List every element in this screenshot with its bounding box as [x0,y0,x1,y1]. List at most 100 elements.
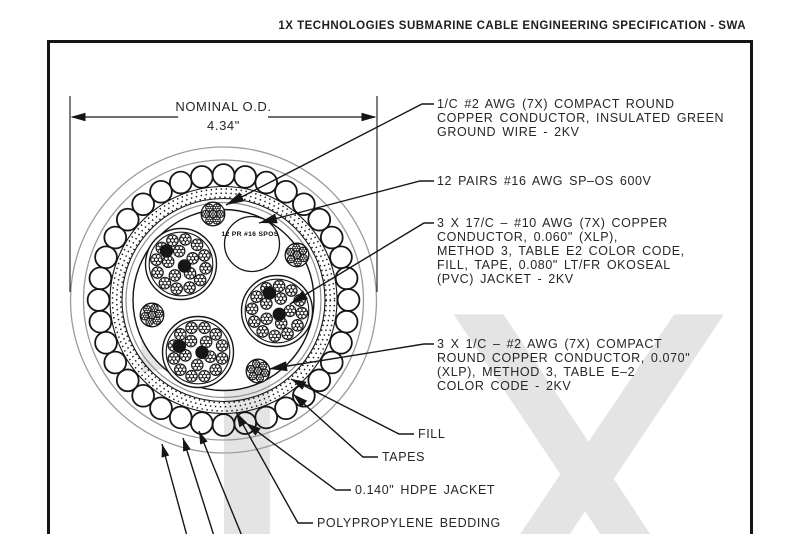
outer-serving-circle [69,146,378,454]
bundle-filler [172,339,187,353]
leader-arrowhead [199,431,208,445]
armor-wire [334,309,359,334]
sheet-title: 1X TECHNOLOGIES SUBMARINE CABLE ENGINEER… [278,20,746,32]
label-line: 3 X 17/C – #10 AWG (7X) COPPER [437,216,668,230]
leader-arrowhead [236,412,248,428]
armor-wire [274,179,298,204]
leader-arrowhead [290,290,308,304]
armor-wire [307,368,332,393]
leader-line [161,443,188,534]
label-line: (XLP), METHOD 3, TABLE E–2 [437,365,636,379]
armor-wire [292,192,316,217]
label-line: GROUND WIRE - 2KV [437,125,580,139]
dimension-label-line1: NOMINAL O.D. [175,99,272,114]
bedding-stipple [119,196,328,404]
label-fill: FILL [418,427,445,441]
leader-line [225,103,434,206]
armor-wire [329,330,353,355]
core-tape-circle [125,201,322,399]
armor-wire [149,179,173,204]
armor-wire [319,225,344,250]
pairs-bundle-label: 12 PR #16 SPOS [221,231,279,238]
leader-arrowhead [70,112,86,122]
leader-line [198,430,242,534]
armor-wire [88,309,113,334]
label-line: FILL [418,427,446,441]
leader-line [290,378,414,435]
armor-wire [131,192,155,217]
triad-bundle-tape [165,319,231,385]
armor-wire [88,266,113,291]
label-line: (PVC) JACKET - 2KV [437,272,574,286]
leader-arrowhead [269,361,288,372]
bundle-filler [159,244,174,258]
callout-pairs: 12 PAIRS #16 AWG SP–OS 600V [437,174,652,188]
leader-arrowhead [246,423,261,436]
label-line: ROUND COPPER CONDUCTOR, 0.070" [437,351,691,365]
leader-arrowhead [161,444,170,458]
armor-wire [274,396,298,421]
armor-wire [149,396,173,421]
leader-arrowhead [291,379,307,390]
single-conductor-cluster [200,201,226,227]
drawing-frame-border [47,40,753,534]
leader-line [292,393,378,458]
leader-line [289,222,434,305]
bundle-filler [262,286,277,300]
label-line: POLYPROPYLENE BEDDING [317,516,501,530]
label-tapes: TAPES [382,450,425,464]
armor-wire [211,163,236,187]
label-line: CONDUCTOR, 0.060" (XLP), [437,230,618,244]
leader-line [182,437,215,534]
label-line: 3 X 1/C – #2 AWG (7X) COMPACT [437,337,663,351]
dimension-label-line2: 4.34" [207,118,240,133]
leader-arrowhead [183,438,191,452]
armor-wire [115,207,140,232]
leader-line [268,343,434,370]
bedding-boundary [121,197,326,403]
armor-wire [211,413,236,437]
armor-wire [329,245,353,270]
armor-wire [131,383,155,408]
bundle-filler [195,345,209,360]
label-line: 1/C #2 AWG (7X) COMPACT ROUND [437,97,675,111]
leader-line [235,411,313,524]
bedding-stipple [111,188,336,412]
outer-serving-circle [82,159,365,441]
leader-arrowhead [259,213,278,224]
armor-wire [115,368,140,393]
armor-wire [334,266,359,291]
leader-line [258,180,434,224]
label-line: 0.140" HDPE JACKET [355,483,496,497]
leader-arrowhead [226,192,245,205]
armor-wire [189,165,214,189]
label-line: 12 PAIRS #16 AWG SP–OS 600V [437,174,652,188]
armor-wire [168,170,193,195]
armor-wire [94,245,118,270]
label-line: TAPES [382,450,426,464]
leader-line [245,422,351,491]
armor-wire [254,405,279,430]
triad-bundle-tape [148,231,214,297]
label-line: COPPER CONDUCTOR, INSULATED GREEN [437,111,725,125]
label-bedding: POLYPROPYLENE BEDDING [317,516,501,530]
armor-wire [254,170,279,195]
armor-wire [233,165,258,189]
label-line: METHOD 3, TABLE E2 COLOR CODE, [437,244,685,258]
triad-bundle-tape [244,278,310,344]
armor-wire [336,288,361,312]
pairs-bundle-circle [223,215,281,273]
armor-wire [307,207,332,232]
armor-wire [103,350,128,375]
armor-wire [319,350,344,375]
armor-wire [103,225,128,250]
armor-wire [189,411,214,435]
armor-wire [94,330,118,355]
bundle-filler [272,307,286,321]
leader-arrowhead [361,112,377,122]
armor-wire [86,288,111,312]
